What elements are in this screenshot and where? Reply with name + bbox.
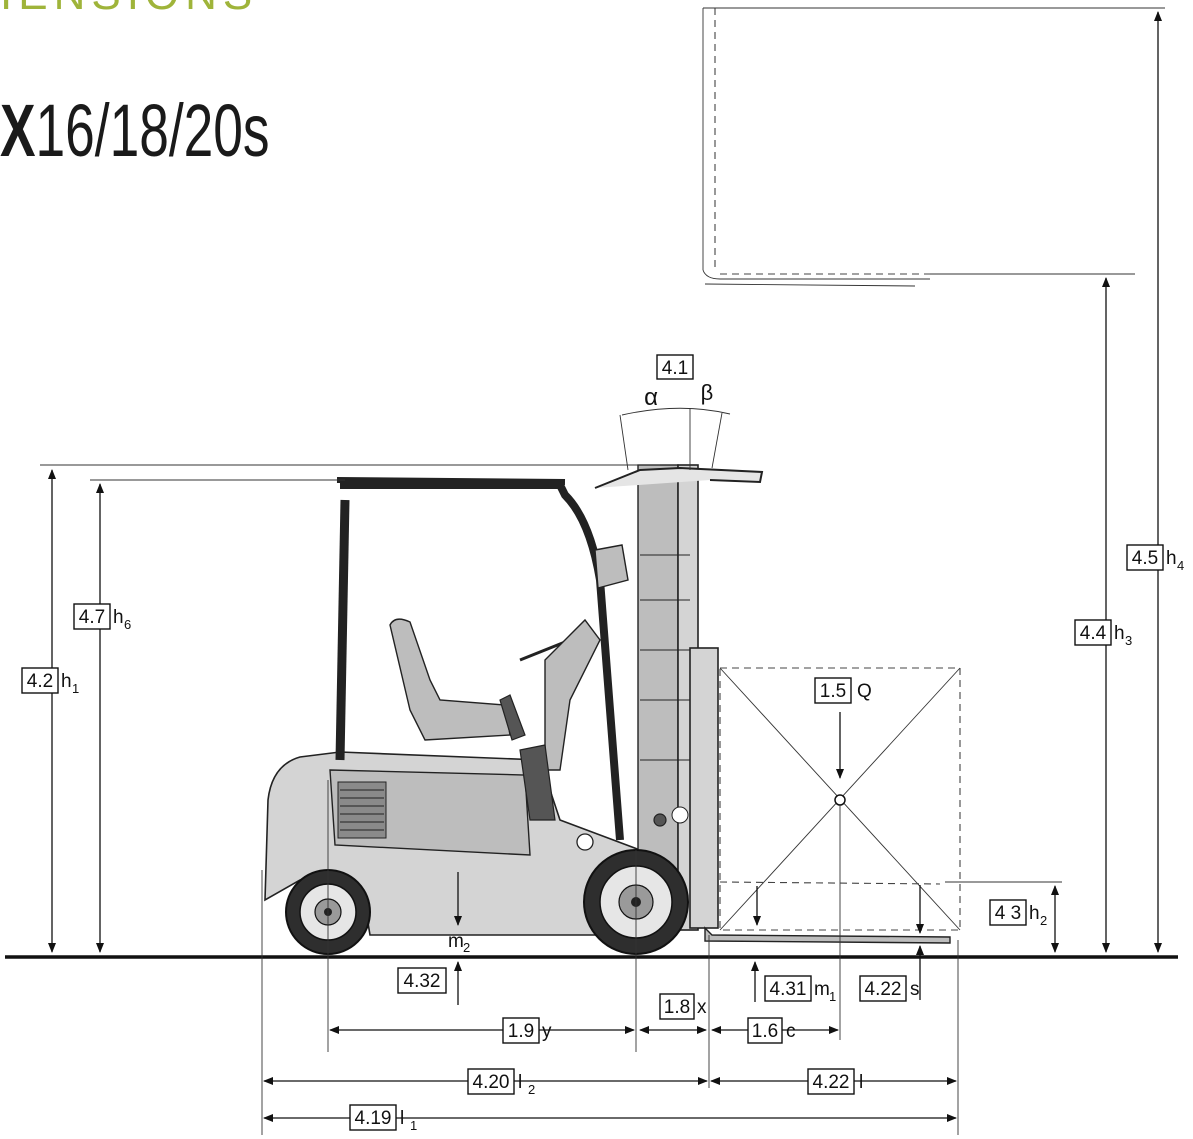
svg-text:1.5: 1.5 (820, 681, 846, 702)
label-h3: 4.4 h 3 (1074, 619, 1132, 648)
svg-text:l: l (859, 1072, 863, 1093)
svg-text:2: 2 (528, 1082, 535, 1097)
label-l1: 4.19 l 1 (349, 1104, 417, 1133)
label-l: 4.22 l (807, 1068, 863, 1095)
label-y: 1.9 y (502, 1017, 552, 1044)
svg-text:2: 2 (1040, 913, 1047, 928)
svg-text:4.2: 4.2 (27, 671, 53, 692)
label-4-1: 4.1 α β (644, 354, 714, 411)
label-l2: 4.20 l 2 (467, 1068, 535, 1097)
raised-load-outline (702, 7, 1165, 287)
label-h2: 4 3 h 2 (989, 899, 1047, 928)
svg-text:4.19: 4.19 (355, 1108, 392, 1129)
operator-seat (389, 618, 511, 741)
svg-text:4.1: 4.1 (662, 358, 688, 379)
svg-text:h: h (1114, 623, 1125, 644)
load-box (719, 667, 961, 1040)
svg-text:y: y (542, 1021, 552, 1042)
svg-text:1.6: 1.6 (752, 1021, 778, 1042)
label-h1: 4.2 h 1 (21, 667, 79, 696)
svg-text:6: 6 (124, 617, 131, 632)
svg-text:h: h (1166, 548, 1177, 569)
label-h6: 4.7 h 6 (73, 603, 131, 632)
svg-text:α: α (644, 384, 658, 411)
svg-text:4.22: 4.22 (813, 1072, 850, 1093)
tilt-angle-indicator (619, 407, 731, 471)
label-c: 1.6 c (747, 1017, 796, 1044)
svg-text:l: l (518, 1072, 522, 1093)
vent-grille (337, 781, 387, 839)
svg-text:4.20: 4.20 (473, 1072, 510, 1093)
svg-text:l: l (400, 1108, 404, 1129)
label-h4: 4.5 h 4 (1126, 544, 1184, 573)
svg-text:4.5: 4.5 (1132, 548, 1158, 569)
label-q: 1.5 Q (814, 677, 872, 704)
label-m2: m 2 4.32 (397, 931, 470, 994)
svg-text:c: c (786, 1021, 796, 1042)
svg-text:m: m (448, 931, 464, 952)
fork (704, 926, 951, 944)
model-prefix: X (0, 89, 36, 172)
svg-text:3: 3 (1125, 633, 1132, 648)
svg-text:4 3: 4 3 (995, 903, 1021, 924)
svg-text:1: 1 (410, 1118, 417, 1133)
forklift-truck (264, 464, 951, 955)
label-x: 1.8 x (659, 993, 707, 1020)
svg-text:4.4: 4.4 (1080, 623, 1107, 644)
svg-text:m: m (814, 979, 830, 1000)
svg-text:1.8: 1.8 (664, 997, 690, 1018)
svg-text:h: h (61, 671, 72, 692)
svg-text:β: β (701, 380, 714, 405)
svg-text:4.32: 4.32 (404, 971, 441, 992)
svg-text:4.7: 4.7 (79, 607, 105, 628)
svg-text:4: 4 (1177, 558, 1184, 573)
svg-text:2: 2 (463, 940, 470, 955)
svg-text:4.22: 4.22 (865, 979, 902, 1000)
section-title: IENSIONS (0, 0, 258, 20)
svg-text:Q: Q (857, 681, 872, 702)
label-s: 4.22 s (859, 975, 920, 1002)
svg-text:4.31: 4.31 (770, 979, 807, 1000)
svg-text:1.9: 1.9 (508, 1021, 534, 1042)
svg-text:h: h (113, 607, 124, 628)
model-title: X16/18/20s (0, 88, 270, 173)
svg-text:s: s (910, 979, 920, 1000)
svg-text:1: 1 (72, 681, 79, 696)
model-suffix: 16/18/20s (35, 89, 270, 172)
svg-text:1: 1 (829, 989, 836, 1004)
svg-text:x: x (697, 997, 707, 1018)
label-m1: 4.31 m 1 (764, 975, 836, 1004)
svg-text:h: h (1029, 903, 1040, 924)
